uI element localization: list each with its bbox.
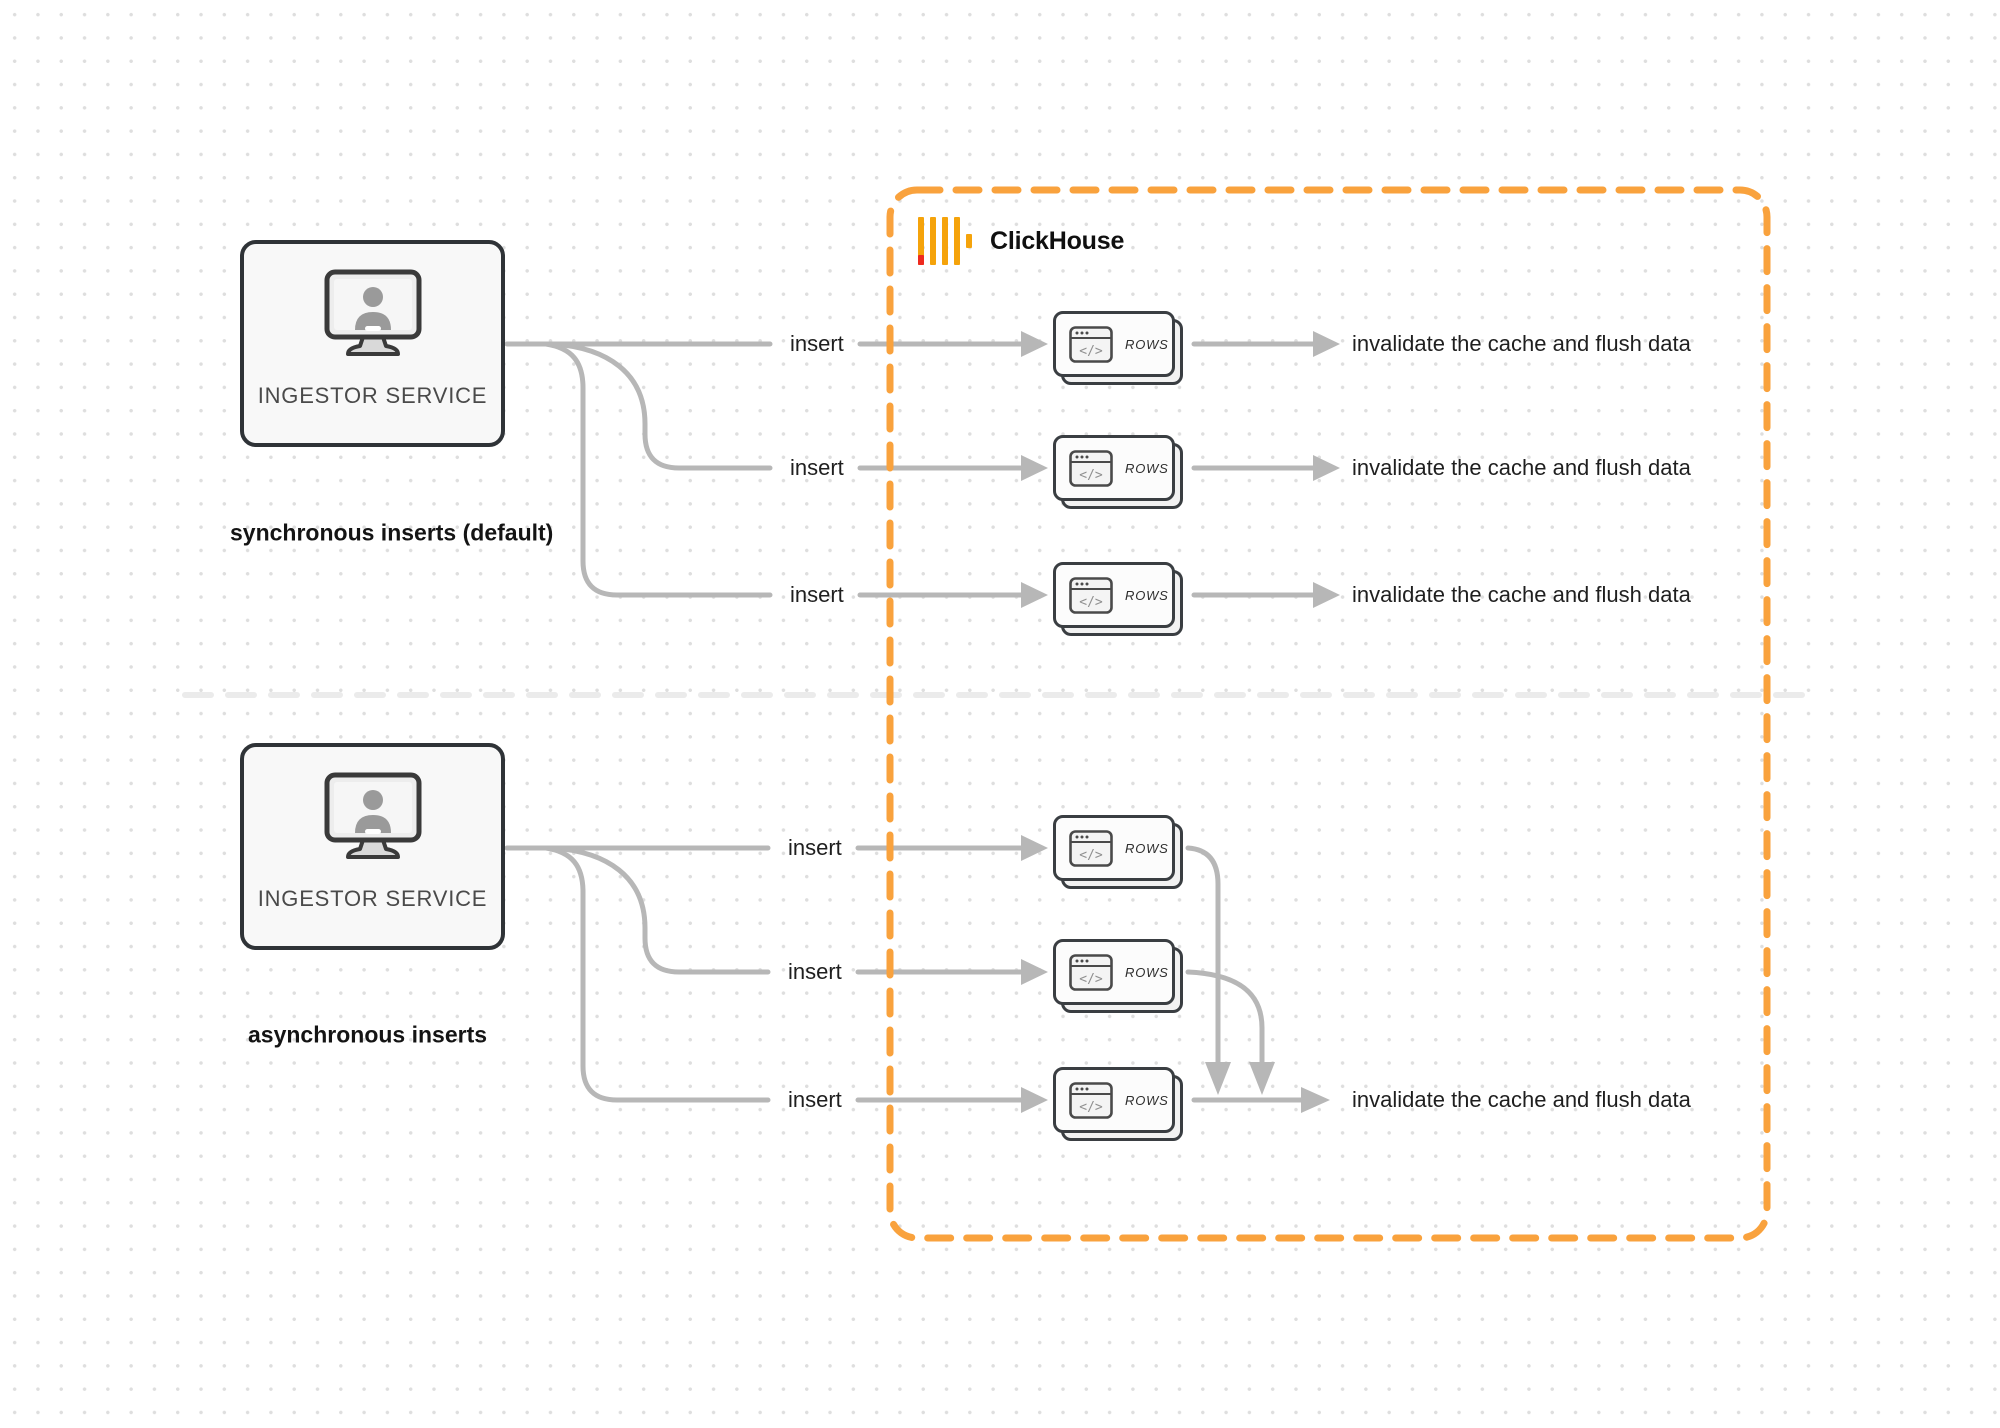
result-label: invalidate the cache and flush data bbox=[1352, 582, 1691, 607]
result-label: invalidate the cache and flush data bbox=[1352, 331, 1691, 356]
service-label: INGESTOR SERVICE bbox=[257, 383, 488, 408]
insert-label: insert bbox=[788, 959, 842, 984]
insert-label: insert bbox=[790, 455, 844, 480]
monitor-user-icon bbox=[324, 269, 421, 356]
service-label: INGESTOR SERVICE bbox=[257, 886, 488, 911]
clickhouse-logo-icon bbox=[918, 217, 972, 265]
arrowhead-icon bbox=[1301, 1087, 1330, 1113]
sync-ingestor-service-box: INGESTOR SERVICE bbox=[240, 240, 505, 447]
clickhouse-header: ClickHouse bbox=[918, 217, 1124, 266]
async-row3-branch bbox=[543, 845, 771, 1103]
card-front: </> ROWS bbox=[1053, 1067, 1175, 1133]
svg-text:</>: </> bbox=[1079, 848, 1103, 863]
clickhouse-label: ClickHouse bbox=[990, 227, 1125, 255]
async-ingestor-service-box: INGESTOR SERVICE bbox=[240, 743, 505, 950]
code-window-icon: </> bbox=[1069, 829, 1113, 867]
rows-card: </> ROWS bbox=[1053, 939, 1183, 1013]
svg-text:</>: </> bbox=[1079, 468, 1103, 483]
arrowhead-icon bbox=[1313, 455, 1340, 481]
rows-label: ROWS bbox=[1125, 964, 1169, 980]
rows-card: </> ROWS bbox=[1053, 435, 1183, 509]
result-label: invalidate the cache and flush data bbox=[1352, 455, 1691, 480]
card-front: </> ROWS bbox=[1053, 311, 1175, 377]
rows-label: ROWS bbox=[1125, 840, 1169, 856]
arrowheads bbox=[1021, 331, 1340, 1113]
sync-row2-branch bbox=[551, 341, 773, 471]
arrowhead-icon bbox=[1313, 331, 1340, 357]
clickhouse-dashed-frame bbox=[886, 186, 1771, 1242]
async-row2-branch bbox=[551, 845, 771, 975]
card-front: </> ROWS bbox=[1053, 435, 1175, 501]
svg-text:</>: </> bbox=[1079, 595, 1103, 610]
sync-row3-branch bbox=[543, 341, 773, 598]
async-merge2-line bbox=[1185, 969, 1265, 1065]
code-window-icon: </> bbox=[1069, 953, 1113, 991]
card-front: </> ROWS bbox=[1053, 939, 1175, 1005]
arrowhead-down-icon bbox=[1249, 1062, 1275, 1095]
async-merge1-line bbox=[1185, 845, 1221, 1065]
gray-connectors bbox=[504, 341, 1316, 1103]
monitor-user-icon bbox=[324, 772, 421, 859]
code-window-icon: </> bbox=[1069, 449, 1113, 487]
async-caption: asynchronous inserts bbox=[248, 1021, 488, 1048]
svg-text:</>: </> bbox=[1079, 344, 1103, 359]
result-label: invalidate the cache and flush data bbox=[1352, 1087, 1691, 1112]
arrowhead-icon bbox=[1313, 582, 1340, 608]
insert-label: insert bbox=[790, 582, 844, 607]
code-window-icon: </> bbox=[1069, 325, 1113, 363]
card-front: </> ROWS bbox=[1053, 562, 1175, 628]
insert-label: insert bbox=[788, 835, 842, 860]
arrowhead-icon bbox=[1021, 1087, 1048, 1113]
card-front: </> ROWS bbox=[1053, 815, 1175, 881]
code-window-icon: </> bbox=[1069, 576, 1113, 614]
sync-caption: synchronous inserts (default) bbox=[230, 519, 554, 546]
arrowhead-icon bbox=[1021, 582, 1048, 608]
rows-card: </> ROWS bbox=[1053, 815, 1183, 889]
arrowhead-down-icon bbox=[1205, 1062, 1231, 1095]
code-window-icon: </> bbox=[1069, 1081, 1113, 1119]
svg-text:</>: </> bbox=[1079, 972, 1103, 987]
rows-card: </> ROWS bbox=[1053, 311, 1183, 385]
rows-label: ROWS bbox=[1125, 587, 1169, 603]
rows-label: ROWS bbox=[1125, 336, 1169, 352]
rows-card: </> ROWS bbox=[1053, 1067, 1183, 1141]
rows-label: ROWS bbox=[1125, 460, 1169, 476]
rows-card: </> ROWS bbox=[1053, 562, 1183, 636]
svg-text:</>: </> bbox=[1079, 1100, 1103, 1115]
arrowhead-icon bbox=[1021, 835, 1048, 861]
insert-label: insert bbox=[790, 331, 844, 356]
arrowhead-icon bbox=[1021, 959, 1048, 985]
arrowhead-icon bbox=[1021, 455, 1048, 481]
insert-label: insert bbox=[788, 1087, 842, 1112]
arrowhead-icon bbox=[1021, 331, 1048, 357]
rows-label: ROWS bbox=[1125, 1092, 1169, 1108]
